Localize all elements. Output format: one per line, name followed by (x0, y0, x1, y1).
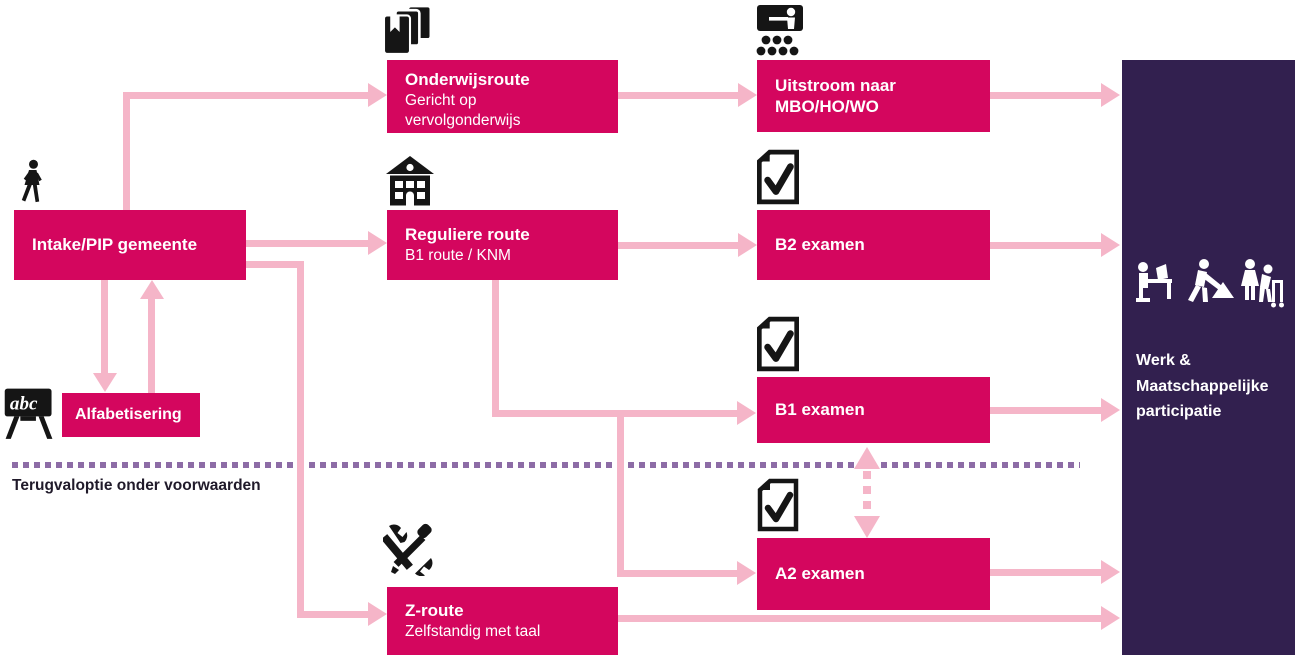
connector-zroute-werk (618, 615, 1101, 622)
arrowhead-uitstroom (738, 83, 757, 107)
arrowhead-alfabetisering (93, 373, 117, 392)
onderwijsroute-subtitle: Gericht op vervolgonderwijs (405, 92, 521, 129)
node-b1-examen: B1 examen (757, 377, 990, 443)
connector-intake-reguliere (246, 240, 368, 247)
uitstroom-title: Uitstroom naar MBO/HO/WO (775, 75, 896, 116)
arrowhead-zroute (368, 602, 387, 626)
books-icon (384, 6, 436, 56)
walking-person-icon (14, 157, 50, 207)
node-alfabetisering: Alfabetisering (62, 393, 200, 437)
zroute-subtitle: Zelfstandig met taal (405, 623, 541, 641)
connector-reguliere-a2-h (617, 570, 737, 577)
a2-label: A2 examen (775, 564, 865, 584)
arrowhead-werk-5 (1101, 606, 1120, 630)
arrowhead-reguliere (368, 231, 387, 255)
connector-onderwijsroute-uitstroom (618, 92, 738, 99)
arrowhead-werk-2 (1101, 233, 1120, 257)
exam-check-icon-b2 (756, 149, 800, 205)
connector-intake-onderwijsroute (123, 92, 368, 99)
reguliere-subtitle: B1 route / KNM (405, 247, 511, 265)
arrowhead-b1 (737, 401, 756, 425)
connector-intake-zroute-h2 (297, 611, 368, 618)
connector-reguliere-a2-v (617, 413, 624, 577)
connector-a2-werk (990, 569, 1101, 576)
b1-label: B1 examen (775, 400, 865, 420)
connector-intake-zroute-h1 (246, 261, 304, 268)
node-b2-examen: B2 examen (757, 210, 990, 280)
dotted-connector-b1-a2 (863, 471, 871, 515)
node-z-route: Z-route Zelfstandig met taal (387, 587, 618, 655)
exam-check-icon-b1 (756, 316, 800, 372)
connector-b2-werk (990, 242, 1101, 249)
node-a2-examen: A2 examen (757, 538, 990, 610)
connector-uitstroom-werk (990, 92, 1101, 99)
arrowhead-b2 (738, 233, 757, 257)
fallback-dotted-line (12, 462, 1080, 468)
alfabetisering-label: Alfabetisering (75, 406, 182, 423)
abc-easel-icon: abc (3, 383, 55, 441)
intake-label: Intake/PIP gemeente (32, 235, 198, 255)
arrowhead-werk-1 (1101, 83, 1120, 107)
connector-intake-zroute-v (297, 261, 304, 615)
connector-b1-werk (990, 407, 1101, 414)
dotted-arrowhead-down (854, 516, 880, 538)
classroom-presentation-icon (755, 5, 805, 57)
node-uitstroom: Uitstroom naar MBO/HO/WO (757, 60, 990, 132)
connector-reguliere-b1-h (492, 410, 737, 417)
connector-reguliere-b2 (618, 242, 738, 249)
arrowhead-werk-4 (1101, 560, 1120, 584)
arrowhead-werk-3 (1101, 398, 1120, 422)
zroute-title: Z-route (405, 601, 464, 621)
node-reguliere-route: Reguliere route B1 route / KNM (387, 210, 618, 280)
node-intake: Intake/PIP gemeente (14, 210, 246, 280)
connector-alfabetisering-intake (148, 299, 155, 393)
node-werk-participatie: Werk & Maatschappelijke participatie (1122, 60, 1295, 655)
school-building-icon (386, 156, 434, 206)
connector-intake-up (123, 93, 130, 210)
dotted-arrowhead-up (854, 447, 880, 469)
desk-worker-icon (1136, 259, 1284, 308)
node-onderwijsroute: Onderwijsroute Gericht op vervolgonderwi… (387, 60, 618, 133)
reguliere-title: Reguliere route (405, 225, 530, 245)
connector-reguliere-b1-v (492, 280, 499, 417)
arrowhead-onderwijsroute (368, 83, 387, 107)
exam-check-icon-a2 (757, 478, 799, 532)
onderwijsroute-title: Onderwijsroute (405, 70, 530, 89)
connector-intake-alfabetisering (101, 280, 108, 373)
svg-text:abc: abc (10, 393, 38, 414)
arrowhead-intake-return (140, 280, 164, 299)
fallback-label: Terugvaloptie onder voorwaarden (12, 477, 261, 494)
werk-icons-row (1134, 258, 1284, 321)
b2-label: B2 examen (775, 235, 865, 255)
arrowhead-a2 (737, 561, 756, 585)
werk-label: Werk & Maatschappelijke participatie (1136, 352, 1269, 421)
tools-icon (383, 522, 437, 576)
